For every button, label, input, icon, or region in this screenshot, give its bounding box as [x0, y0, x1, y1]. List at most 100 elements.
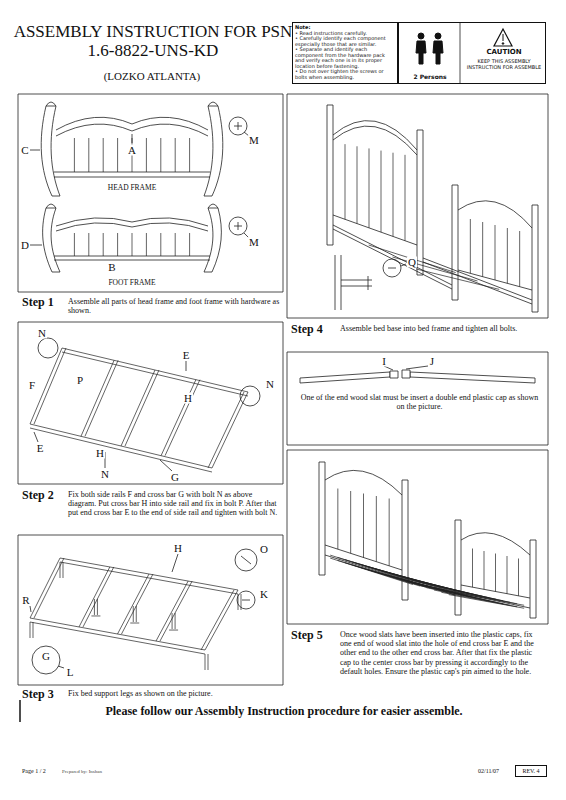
bed-base-details — [34, 361, 186, 471]
revision-box: REV. 4 — [515, 765, 547, 777]
step-instruction: Once wood slats have been inserted into … — [340, 630, 545, 676]
repeat-strokes — [241, 594, 242, 610]
caution-icons — [416, 41, 426, 64]
repeat-strokes — [85, 360, 118, 436]
callout-letter: H — [183, 393, 193, 404]
callout-letter: C — [20, 145, 29, 156]
foot-frame — [229, 217, 247, 235]
footer-text: Prepared by: Inshan — [62, 769, 102, 775]
panel-frame — [18, 322, 283, 484]
bed-frame — [327, 105, 538, 312]
panel-frame — [18, 22, 548, 722]
callout-letter: J — [429, 356, 435, 367]
callout-letter: G — [170, 472, 180, 483]
head-frame — [208, 102, 218, 106]
foot-frame — [234, 222, 242, 230]
repeat-strokes — [60, 562, 61, 578]
callout-letter: K — [259, 589, 269, 600]
repeat-strokes — [121, 370, 155, 446]
wood-slat — [402, 370, 410, 378]
callout-letter: N — [100, 469, 110, 480]
repeat-strokes — [34, 558, 64, 618]
caution-icons — [435, 33, 441, 39]
head-frame — [30, 102, 249, 196]
caution-icons — [503, 34, 504, 41]
callout-letter: A — [127, 145, 137, 156]
callout-letter: D — [20, 240, 30, 251]
repeat-strokes — [519, 231, 520, 287]
repeat-strokes — [60, 562, 238, 594]
repeat-strokes — [33, 622, 34, 638]
repeat-strokes — [30, 428, 212, 472]
bed-frame — [327, 105, 333, 245]
repeat-strokes — [30, 138, 524, 670]
repeat-strokes — [30, 622, 205, 654]
head-frame — [54, 172, 210, 177]
repeat-strokes — [160, 138, 161, 172]
note-text: One of the end wood slat must be insert … — [297, 393, 542, 411]
step-instruction: Assemble bed base into bed frame and tig… — [340, 324, 545, 333]
step-instruction: Fix bed support legs as shown on the pic… — [68, 689, 280, 698]
panel-frame — [19, 700, 21, 722]
repeat-strokes — [238, 594, 239, 610]
repeat-strokes — [63, 562, 64, 578]
bed-frame — [333, 201, 532, 290]
repeat-strokes — [117, 233, 118, 256]
callout-letter: G — [41, 651, 51, 662]
box-text: REV. 4 — [518, 768, 544, 774]
repeat-strokes — [189, 138, 190, 172]
repeat-strokes — [94, 599, 95, 615]
repeat-strokes — [507, 556, 508, 594]
repeat-strokes — [136, 606, 137, 622]
callout-letter: H — [95, 448, 105, 459]
repeat-strokes — [369, 148, 370, 227]
step-instruction: Fix both side rails F and cross bar G wi… — [68, 490, 282, 518]
repeat-strokes — [495, 225, 496, 280]
box-text: • Carefully identify each component espe… — [295, 36, 395, 47]
repeat-strokes — [30, 558, 60, 618]
repeat-strokes — [117, 138, 118, 172]
step-number: Step 1 — [22, 296, 54, 310]
repeat-strokes — [160, 581, 192, 641]
wood-slat — [300, 366, 535, 383]
repeat-strokes — [472, 549, 473, 588]
repeat-strokes — [405, 155, 406, 241]
repeat-strokes — [62, 352, 248, 396]
repeat-strokes — [389, 499, 390, 566]
callout-letter: I — [381, 356, 387, 367]
bed-frame — [388, 264, 406, 268]
caution-icons — [418, 33, 424, 39]
foot-frame — [54, 256, 210, 260]
slatted-bed — [325, 470, 530, 598]
foot-frame — [46, 204, 56, 208]
bed-base-details — [30, 554, 251, 668]
bed-frame — [333, 121, 417, 155]
slatted-bed — [455, 520, 461, 615]
note-box: Note:• Read instructions carefully.• Car… — [292, 22, 398, 84]
banner-text: Please follow our Assembly Instruction p… — [24, 705, 544, 719]
foot-frame — [204, 208, 221, 272]
repeat-strokes — [350, 491, 351, 553]
callout-letter: E — [36, 443, 45, 454]
callout-letter: B — [107, 262, 116, 273]
panel-frame — [18, 94, 283, 292]
head-frame — [56, 117, 208, 130]
callout-letter: M — [248, 237, 260, 248]
repeat-strokes — [393, 257, 478, 281]
callout-letter: Q — [407, 257, 417, 268]
box-text: KEEP THIS ASSEMBLY INSTRUCTION FOR ASSEM… — [465, 59, 543, 70]
callout-letter: M — [248, 135, 260, 146]
box-text: CAUTION — [462, 49, 546, 57]
repeat-strokes — [201, 590, 234, 650]
repeat-strokes — [132, 233, 133, 256]
part-name: HEAD FRAME — [107, 184, 158, 192]
repeat-strokes — [130, 623, 139, 624]
repeat-strokes — [103, 138, 104, 172]
callout-letter: H — [173, 543, 183, 554]
repeat-strokes — [337, 489, 338, 550]
callout-letter: F — [28, 380, 36, 391]
repeat-strokes — [125, 370, 159, 446]
repeat-strokes — [91, 615, 100, 616]
callout-letter: E — [182, 350, 191, 361]
